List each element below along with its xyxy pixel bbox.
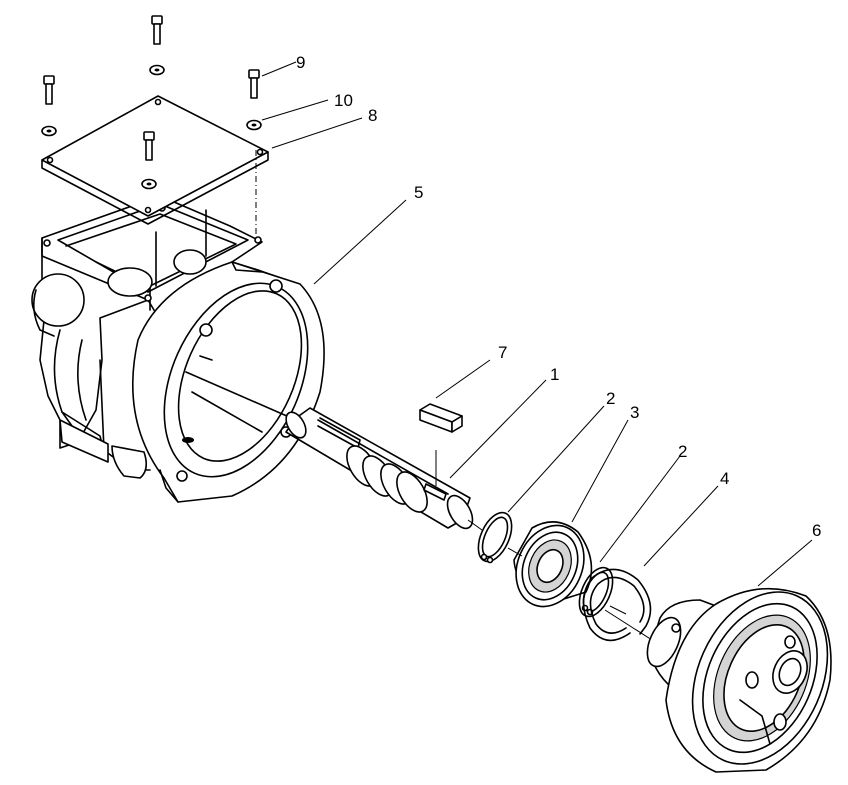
callout-labels: 9 10 8 5 7 1 2 3 2 4 6	[296, 53, 821, 540]
pulley-hub	[646, 587, 832, 773]
housing-flange	[131, 261, 325, 503]
assembly-lines	[255, 150, 627, 615]
callout-7: 7	[498, 343, 507, 362]
callout-3: 3	[630, 403, 639, 422]
key	[419, 403, 463, 433]
bearing	[513, 521, 593, 608]
shaft	[285, 407, 474, 530]
callout-6: 6	[812, 521, 821, 540]
callout-1: 1	[550, 365, 559, 384]
screws	[43, 15, 260, 161]
leader-lines	[261, 61, 813, 587]
callout-2-second: 2	[678, 442, 687, 461]
callout-8: 8	[368, 106, 377, 125]
callout-10: 10	[334, 91, 353, 110]
snap-ring-2	[578, 566, 614, 618]
cover-plate	[41, 95, 269, 225]
retaining-ring	[582, 568, 653, 642]
gearbox-housing	[31, 195, 301, 479]
callout-4: 4	[720, 469, 729, 488]
washers	[41, 64, 262, 190]
callout-5: 5	[414, 183, 423, 202]
snap-ring-1	[477, 511, 513, 564]
callout-9: 9	[296, 53, 305, 72]
callout-2-first: 2	[606, 389, 615, 408]
